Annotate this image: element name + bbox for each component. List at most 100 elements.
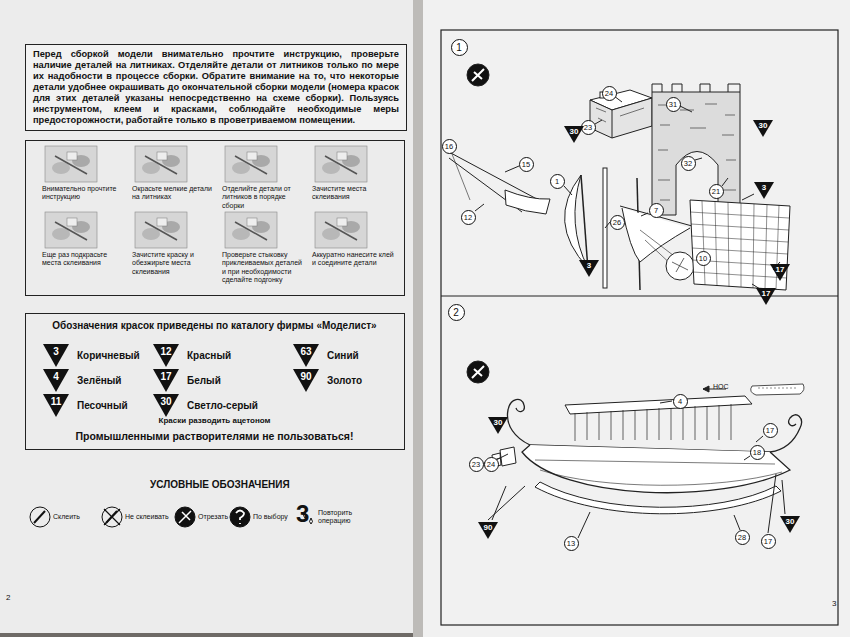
callout-number: 32 — [681, 156, 696, 171]
legend-text: Склеить — [53, 513, 103, 521]
paint-name: Светло-серый — [187, 394, 258, 417]
callout-number: 24 — [603, 87, 616, 100]
paint-mark: 3 — [754, 182, 774, 199]
callout-number: 18 — [750, 445, 765, 460]
paint-name: Белый — [187, 369, 221, 392]
callout-number: 7 — [649, 203, 664, 218]
step-caption: Внимательно прочтите инструкцию — [42, 185, 126, 202]
paint-mark: 30 — [780, 516, 800, 533]
step-caption: Зачистите краску и обезжирьте места скле… — [132, 251, 216, 276]
callout-number: 1 — [550, 174, 565, 189]
paint-key: 4 Зелёный — [43, 369, 121, 392]
legend-symbols — [30, 507, 313, 527]
callout-number: 24 — [484, 457, 499, 472]
panel-title: Обозначения красок приведены по каталогу… — [26, 320, 403, 331]
right-page — [421, 0, 850, 637]
steps-panel: Внимательно прочтите инструкцию Окрасьте … — [25, 140, 405, 296]
paint-number: 30 — [564, 127, 584, 136]
callout-number: 21 — [709, 184, 724, 199]
paint-mark: 90 — [478, 522, 498, 539]
callout-number: 32 — [682, 157, 695, 170]
paint-number: 90 — [293, 371, 319, 382]
callout-number: 10 — [696, 251, 711, 266]
paint-number: 30 — [488, 418, 508, 427]
step-number: 1 — [452, 40, 467, 55]
callout-number: 4 — [673, 394, 688, 409]
step1-illustration — [449, 64, 790, 290]
callout-number: 24 — [602, 86, 617, 101]
callout-number: 23 — [582, 121, 595, 134]
callout-number: 17 — [763, 423, 778, 438]
paint-number: 4 — [43, 371, 69, 382]
page-number: 2 — [6, 594, 10, 602]
callout-number: 15 — [519, 157, 534, 172]
paint-mark: 30 — [564, 126, 584, 143]
callout-number: 13 — [564, 536, 579, 551]
step-caption: Еще раз подкрасьте места склеивания — [42, 251, 126, 268]
callout-number: 7 — [650, 204, 663, 217]
paint-name: Песочный — [77, 394, 128, 417]
callout-number: 13 — [565, 537, 578, 550]
step-caption: Проверьте стыковку приклеиваемых деталей… — [222, 251, 306, 285]
callout-number: 12 — [461, 210, 476, 225]
callout-number: 24 — [485, 458, 498, 471]
step-number: 2 — [449, 305, 464, 320]
callout-number: 1 — [551, 175, 564, 188]
paint-mark: 30 — [488, 417, 508, 434]
callout-number: 10 — [697, 252, 710, 265]
paint-key: 3 Коричневый — [43, 344, 140, 367]
callout-number: 18 — [751, 446, 764, 459]
legend-text: Отрезать — [198, 513, 236, 521]
paint-number: 30 — [780, 517, 800, 526]
step-caption: Отделийте детали от литников в порядке с… — [222, 185, 306, 210]
paint-key: 90 Золото — [293, 369, 362, 392]
callout-number: 12 — [462, 211, 475, 224]
callout-number: 17 — [764, 424, 777, 437]
paint-number: 63 — [293, 346, 319, 357]
instruction-box: Перед сборкой модели внимательно прочтит… — [25, 44, 407, 131]
direction-label: НОС — [713, 383, 729, 390]
step-caption: Окрасьте мелкие детали на литниках — [132, 185, 216, 202]
left-page — [0, 0, 415, 633]
callout-number: 26 — [610, 215, 625, 230]
paint-number: 12 — [153, 346, 179, 357]
paint-number: 17 — [770, 265, 790, 274]
callout-number: 28 — [736, 531, 749, 544]
callout-number: 21 — [710, 185, 723, 198]
step-divider — [441, 296, 838, 297]
page-frame — [441, 30, 838, 625]
callout-number: 15 — [520, 158, 533, 171]
paint-number: 90 — [478, 523, 498, 532]
paint-name: Золото — [327, 369, 362, 392]
paint-key-panel: Обозначения красок приведены по каталогу… — [25, 313, 405, 450]
paint-name: Зелёный — [77, 369, 121, 392]
paint-note: Промышленными растворителями не пользова… — [26, 430, 403, 442]
callout-number: 26 — [611, 216, 624, 229]
paint-key: 30 Светло-серый — [153, 394, 258, 417]
intro-paragraph: Перед сборкой модели внимательно прочтит… — [33, 49, 399, 126]
repeat-number: 3 — [296, 502, 309, 526]
legend-text: Повторить операцию — [318, 509, 364, 525]
callout-number: 16 — [442, 139, 457, 154]
callout-number: 4 — [674, 395, 687, 408]
paint-key: 17Белый — [153, 369, 221, 392]
paint-number: 3 — [43, 346, 69, 357]
paint-number: 30 — [153, 396, 179, 407]
gutter — [413, 0, 423, 637]
step-caption: Зачистите места склеивания — [312, 185, 396, 202]
section-heading: УСЛОВНЫЕ ОБОЗНАЧЕНИЯ — [150, 480, 290, 490]
paint-number: 17 — [756, 289, 776, 298]
paint-mark: 17 — [770, 264, 790, 281]
step-caption: Аккуратно нанесите клей и соедините дета… — [312, 251, 396, 268]
paint-number: 3 — [754, 183, 774, 192]
paint-number: 30 — [753, 121, 773, 130]
step-circle: 1 — [451, 39, 468, 56]
paint-name: Синий — [327, 344, 359, 367]
callout-number: 23 — [470, 458, 483, 471]
paint-name: Красный — [187, 344, 231, 367]
paint-name: Коричневый — [77, 344, 140, 367]
legend-text: По выбору — [253, 513, 293, 521]
paint-key: 11Песочный — [43, 394, 128, 417]
step-circle: 2 — [448, 304, 465, 321]
callout-number: 16 — [443, 140, 456, 153]
